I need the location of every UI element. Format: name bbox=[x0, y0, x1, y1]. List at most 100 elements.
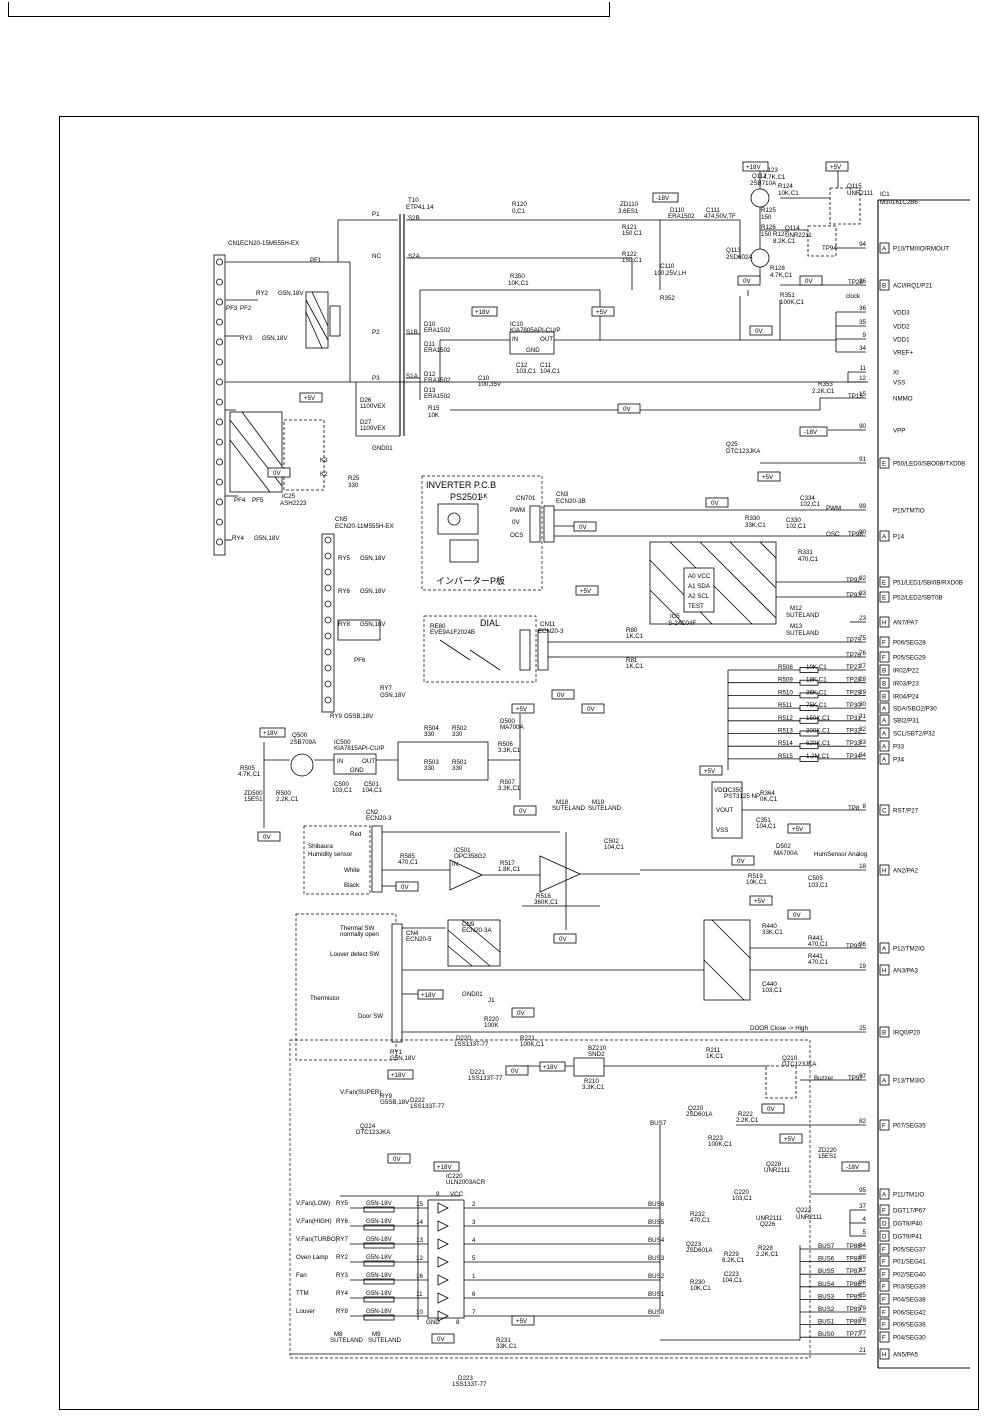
label-r506: R506 bbox=[498, 741, 513, 748]
label-c220v: 103,C1 bbox=[732, 1195, 753, 1202]
pin-number: 94 bbox=[859, 241, 866, 248]
label-r231v: 33K,C1 bbox=[496, 1343, 517, 1350]
humidity-black: Black bbox=[344, 882, 360, 889]
label-q113: Q113 bbox=[726, 247, 741, 254]
cn1-pin bbox=[216, 278, 223, 286]
pin-label: P06/SEG36 bbox=[893, 1322, 926, 1329]
cn2-label: CN2 bbox=[366, 809, 379, 816]
pin-group-box bbox=[879, 1243, 890, 1255]
rail-p5v-j: +5V bbox=[784, 1136, 796, 1143]
label-q220v: 2SD601A bbox=[686, 1111, 713, 1118]
label-r228v: 2.2K,C1 bbox=[756, 1251, 779, 1258]
label-r353v: 2.2K,C1 bbox=[812, 388, 835, 395]
ic10-ref: IC10 bbox=[510, 321, 524, 328]
ic350-part: PST3125 NP bbox=[724, 793, 760, 800]
buzzer-block bbox=[520, 1057, 797, 1099]
rail-p18v-e: +18V bbox=[543, 1064, 558, 1071]
pin-label: VDD1 bbox=[893, 337, 910, 344]
label-r585: R585 bbox=[400, 853, 415, 860]
cn5-pin bbox=[324, 552, 332, 560]
regulator-ic10: IN OUT GND IC10 KIA7805API-CU/P bbox=[439, 290, 836, 411]
rail-0v-k: 0V bbox=[401, 884, 409, 891]
ic220-ref: IC220 bbox=[446, 1173, 463, 1180]
label-c502v: 104,C1 bbox=[604, 844, 625, 851]
ladder-tp: TP32 bbox=[846, 728, 861, 735]
thermal-l1: Thermal SW bbox=[340, 925, 375, 932]
label-c440v: 103,C1 bbox=[762, 987, 783, 994]
label-q220: Q220 bbox=[688, 1105, 704, 1112]
bus-name: BUS6 bbox=[818, 1256, 835, 1263]
svg-text:IN: IN bbox=[337, 758, 343, 765]
label-ry3p: G5N,18V bbox=[262, 335, 288, 342]
inverter-jp: インバーターP板 bbox=[436, 575, 505, 586]
label-d26v: 1100VEX bbox=[360, 403, 386, 410]
label-d221: D221 bbox=[470, 1069, 485, 1076]
pin-label: P11/TM1IO bbox=[893, 1192, 924, 1199]
cn5-pin bbox=[324, 632, 332, 640]
label-r120: R120 bbox=[512, 201, 527, 208]
ic350-ref: IC350 bbox=[726, 787, 743, 794]
label-r125: R125 bbox=[761, 207, 776, 214]
label-m18: M18 bbox=[556, 799, 569, 806]
label-r122v: 150,C1 bbox=[622, 257, 643, 264]
cn2-part: ECN20-3 bbox=[366, 815, 392, 822]
label-ry8: RY8 bbox=[338, 621, 350, 628]
ladder-tp: TP30 bbox=[846, 702, 861, 709]
label-r229: R229 bbox=[724, 1251, 739, 1258]
relay-part: G5N-18V bbox=[366, 1308, 393, 1315]
rail-0v-j: 0V bbox=[519, 808, 527, 815]
label-d220v: 1SS133T-77 bbox=[454, 1041, 489, 1048]
label-r123v: 4.7K,C1 bbox=[763, 174, 786, 181]
pin-number: 30 bbox=[859, 701, 866, 708]
label-eight: 8 bbox=[456, 1319, 460, 1326]
thermal-louver-door-block: Thermal SW normally open Louver detect S… bbox=[295, 913, 808, 1061]
pin-label: P06/SEG42 bbox=[893, 1310, 926, 1317]
regulator-ic500: IN OUT GND IC500 KIA7815API-CU/P bbox=[263, 714, 521, 828]
label-c11: C11 bbox=[540, 362, 551, 369]
pin-group: F bbox=[882, 1297, 886, 1304]
relay-load: V.Fan(TURBO) bbox=[296, 1236, 338, 1243]
cn1-ref: CN1 bbox=[228, 240, 241, 247]
pin-label: P05/SEG29 bbox=[893, 655, 926, 662]
pin-number: 28 bbox=[859, 676, 866, 683]
pin-number: 8 bbox=[863, 803, 867, 810]
cn5-pin bbox=[324, 600, 332, 608]
pin-label: DGT9/P41 bbox=[893, 1234, 923, 1241]
label-r518v: 360K,C1 bbox=[534, 899, 559, 906]
label-r350: R350 bbox=[510, 273, 525, 280]
label-k3: K3 bbox=[320, 457, 328, 464]
label-ry4p: G5N,18V bbox=[254, 535, 280, 542]
pin-label: P01/SEG41 bbox=[893, 1259, 926, 1266]
ladder-ref: R509 bbox=[778, 677, 793, 684]
pin-label: ACI/IRQ1/P21 bbox=[893, 283, 933, 290]
label-c12v: 103,C1 bbox=[516, 368, 537, 375]
pin-group-box bbox=[879, 753, 890, 765]
label-q223: Q223 bbox=[686, 1241, 702, 1248]
pin-number: 5 bbox=[863, 1229, 867, 1236]
relay-bus: BUS3 bbox=[648, 1255, 665, 1262]
label-c10v: 100,35V bbox=[478, 381, 502, 388]
label-c501: C501 bbox=[364, 781, 379, 788]
rail-labels: +18V +5V -18V +18V +5V +5V -18V +5V +5V … bbox=[257, 161, 870, 1344]
label-r441bv: 470,C1 bbox=[808, 959, 829, 966]
label-gnd01: GND01 bbox=[372, 445, 393, 452]
cn1-pin bbox=[216, 538, 223, 546]
inverter-pcb-block: INVERTER P.C.B PS2501 1K インバーターP板 PWM 0V… bbox=[421, 475, 780, 591]
rail-0v-r: 0V bbox=[393, 1156, 401, 1163]
ladder-ref: R512 bbox=[778, 715, 793, 722]
rail-0v-o: 0V bbox=[517, 1010, 525, 1017]
label-gnd01b: GND01 bbox=[462, 991, 483, 998]
pin-number: 91 bbox=[859, 456, 866, 463]
svg-text:VDD: VDD bbox=[714, 787, 728, 794]
cn1-pin bbox=[216, 258, 223, 266]
label-ry5: RY5 bbox=[338, 555, 350, 562]
ladder-tp: TP33 bbox=[846, 740, 861, 747]
